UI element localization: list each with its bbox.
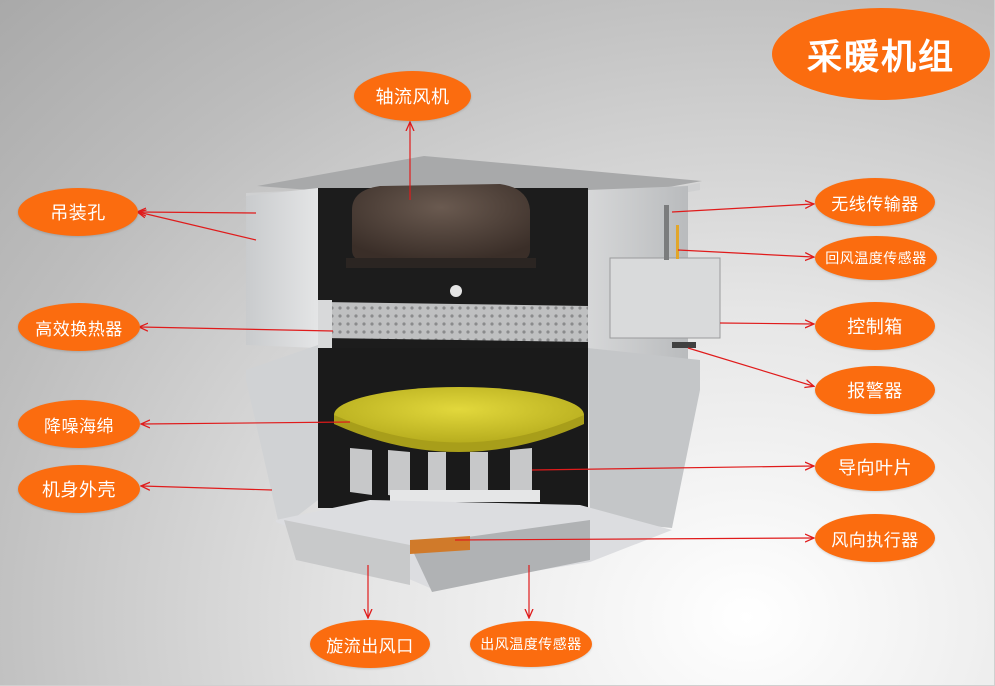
arrow-guide-vane	[531, 466, 813, 470]
guide-vanes	[350, 448, 532, 500]
label-axial-fan: 轴流风机	[354, 71, 471, 121]
actuator	[410, 536, 470, 554]
control-box	[609, 257, 721, 339]
wireless-antenna	[664, 205, 669, 260]
arrow-noise-sponge	[142, 422, 351, 424]
sponge-edge	[334, 415, 584, 452]
right-lower-shell	[588, 348, 700, 528]
page-title: 采暖机组	[772, 8, 990, 100]
sponge-disc	[334, 387, 584, 443]
label-heat-exchanger: 高效换热器	[18, 303, 140, 351]
fan-base	[346, 258, 536, 268]
label-swirl-outlet: 旋流出风口	[310, 620, 430, 668]
outlet-box-left	[284, 520, 410, 585]
label-air-direction-actuator: 风向执行器	[815, 514, 935, 562]
arrow-heat-exchanger	[140, 327, 334, 331]
arrow-lifting-hole-1	[138, 212, 257, 213]
left-lower-shell	[246, 345, 318, 520]
label-outlet-air-temp-sensor: 出风温度传感器	[470, 621, 592, 667]
arrow-air-actuator	[454, 538, 813, 540]
arrow-control-box	[719, 323, 813, 324]
label-body-shell: 机身外壳	[18, 465, 140, 513]
arrow-wireless-transmitter	[671, 204, 813, 213]
label-guide-vane: 导向叶片	[815, 443, 935, 491]
outlet-box-right	[410, 520, 590, 592]
arrow-lifting-hole-2	[138, 212, 257, 241]
alarm-unit	[672, 342, 696, 348]
guide-vane-ring	[390, 490, 540, 502]
label-control-box: 控制箱	[815, 302, 935, 350]
arrow-body-shell	[142, 486, 273, 490]
left-upper-panel	[246, 188, 318, 348]
arrow-alarm	[687, 347, 813, 386]
label-noise-sponge: 降噪海绵	[18, 400, 140, 448]
label-lifting-hole: 吊装孔	[18, 188, 138, 236]
heat-exchanger-coil	[322, 302, 588, 342]
label-wireless-transmitter: 无线传输器	[815, 178, 935, 226]
heat-exchanger-bracket	[318, 300, 332, 352]
label-alarm: 报警器	[815, 366, 935, 414]
fan-motor	[352, 184, 530, 262]
sensor-dot	[450, 285, 462, 297]
callout-arrows	[138, 123, 813, 617]
label-return-air-temp-sensor: 回风温度传感器	[815, 236, 937, 280]
arrow-return-air-sensor	[677, 249, 813, 257]
sensor-probe	[676, 225, 679, 259]
